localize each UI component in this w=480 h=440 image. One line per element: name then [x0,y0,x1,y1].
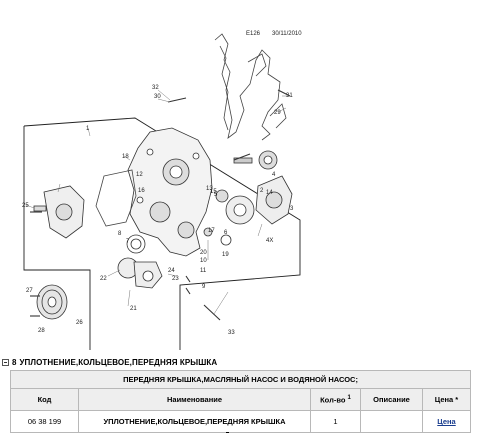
callout-29[interactable]: 29 [274,110,281,116]
callout-27[interactable]: 27 [26,288,33,294]
callout-14[interactable]: 14 [266,190,273,196]
divider-mark [226,432,229,433]
col-header-qty: Кол-во 1 [310,388,361,411]
thermostat-housing [117,257,163,289]
qty-footnote: 1 [347,394,351,401]
callout-12[interactable]: 12 [136,172,143,178]
section-title: УПЛОТНЕНИЕ,КОЛЬЦЕВОЕ,ПЕРЕДНЯЯ КРЫШКА [19,357,218,367]
callout-19[interactable]: 19 [222,252,229,258]
callout-2[interactable]: 2 [260,188,264,194]
callout-20[interactable]: 20 [200,250,207,256]
timing-cover-outline [214,33,287,141]
callout-10[interactable]: 10 [200,258,207,264]
callout-17[interactable]: 17 [208,228,215,234]
col-header-price: Цена * [421,388,472,411]
section-number: 8 [12,357,17,367]
qty-label: Кол-во [320,395,346,405]
table-row: 06 38 199 УПЛОТНЕНИЕ,КОЛЬЦЕВОЕ,ПЕРЕДНЯЯ … [10,410,472,433]
callout-21[interactable]: 21 [130,306,137,312]
callout-1[interactable]: 1 [86,126,90,132]
callout-16[interactable]: 16 [138,188,145,194]
callout-9[interactable]: 9 [202,284,206,290]
parts-diagram: E126 30/11/2010 [22,31,302,350]
callout-26[interactable]: 26 [76,320,83,326]
callout-5[interactable]: 5 [214,192,218,198]
callout-4[interactable]: 4 [272,172,276,178]
callout-4x[interactable]: 4X [266,238,273,244]
price-link[interactable]: Цена [421,410,472,433]
section-header: 8 УПЛОТНЕНИЕ,КОЛЬЦЕВОЕ,ПЕРЕДНЯЯ КРЫШКА [2,356,478,368]
callout-25[interactable]: 25 [22,203,29,209]
callout-33[interactable]: 33 [228,330,235,336]
col-header-code: Код [10,388,79,411]
callout-8[interactable]: 8 [118,231,122,237]
front-cover-body [127,127,213,257]
callout-13[interactable]: 13 [206,186,213,192]
part-code: 06 38 199 [10,410,79,433]
gasket-ring [95,169,137,227]
leader-lines [25,89,288,315]
diagram-ref-code: E126 [246,31,261,37]
callout-32[interactable]: 32 [152,85,159,91]
callout-15[interactable]: 15 [210,189,217,195]
oil-pump-parts [203,150,293,246]
callout-22[interactable]: 22 [100,276,107,282]
part-qty: 1 [310,410,361,433]
crankshaft-pulley [36,284,68,320]
col-header-name: Наименование [78,388,311,411]
parts-table: ПЕРЕДНЯЯ КРЫШКА,МАСЛЯНЫЙ НАСОС И ВОДЯНОЙ… [9,370,472,433]
bolts [30,89,291,321]
callout-30[interactable]: 30 [154,94,161,100]
callout-18[interactable]: 18 [122,154,129,160]
col-header-desc: Описание [360,388,423,411]
diagram-date: 30/11/2010 [272,31,302,37]
callout-28[interactable]: 28 [38,328,45,334]
small-gasket [126,234,146,254]
callout-23[interactable]: 23 [172,276,179,282]
part-desc [360,410,423,433]
callout-11[interactable]: 11 [200,268,207,274]
part-name: УПЛОТНЕНИЕ,КОЛЬЦЕВОЕ,ПЕРЕДНЯЯ КРЫШКА [78,410,311,433]
part-callouts: 1 2 3 4 5 6 7 8 9 10 11 12 13 14 15 16 1… [22,85,294,336]
water-pump [33,185,85,239]
collapse-toggle[interactable] [2,358,9,366]
callout-7[interactable]: 7 [126,239,130,245]
callout-3[interactable]: 3 [290,206,294,212]
callout-24[interactable]: 24 [168,268,175,274]
callout-6[interactable]: 6 [224,230,228,236]
assembly-boundary [23,117,301,350]
column-header-row: Код Наименование Кол-во 1 Описание Цена … [10,388,472,411]
group-header-row: ПЕРЕДНЯЯ КРЫШКА,МАСЛЯНЫЙ НАСОС И ВОДЯНОЙ… [9,370,472,389]
group-title: ПЕРЕДНЯЯ КРЫШКА,МАСЛЯНЫЙ НАСОС И ВОДЯНОЙ… [9,370,472,389]
exploded-view-drawing: E126 30/11/2010 [22,31,302,350]
callout-31[interactable]: 31 [286,93,293,99]
